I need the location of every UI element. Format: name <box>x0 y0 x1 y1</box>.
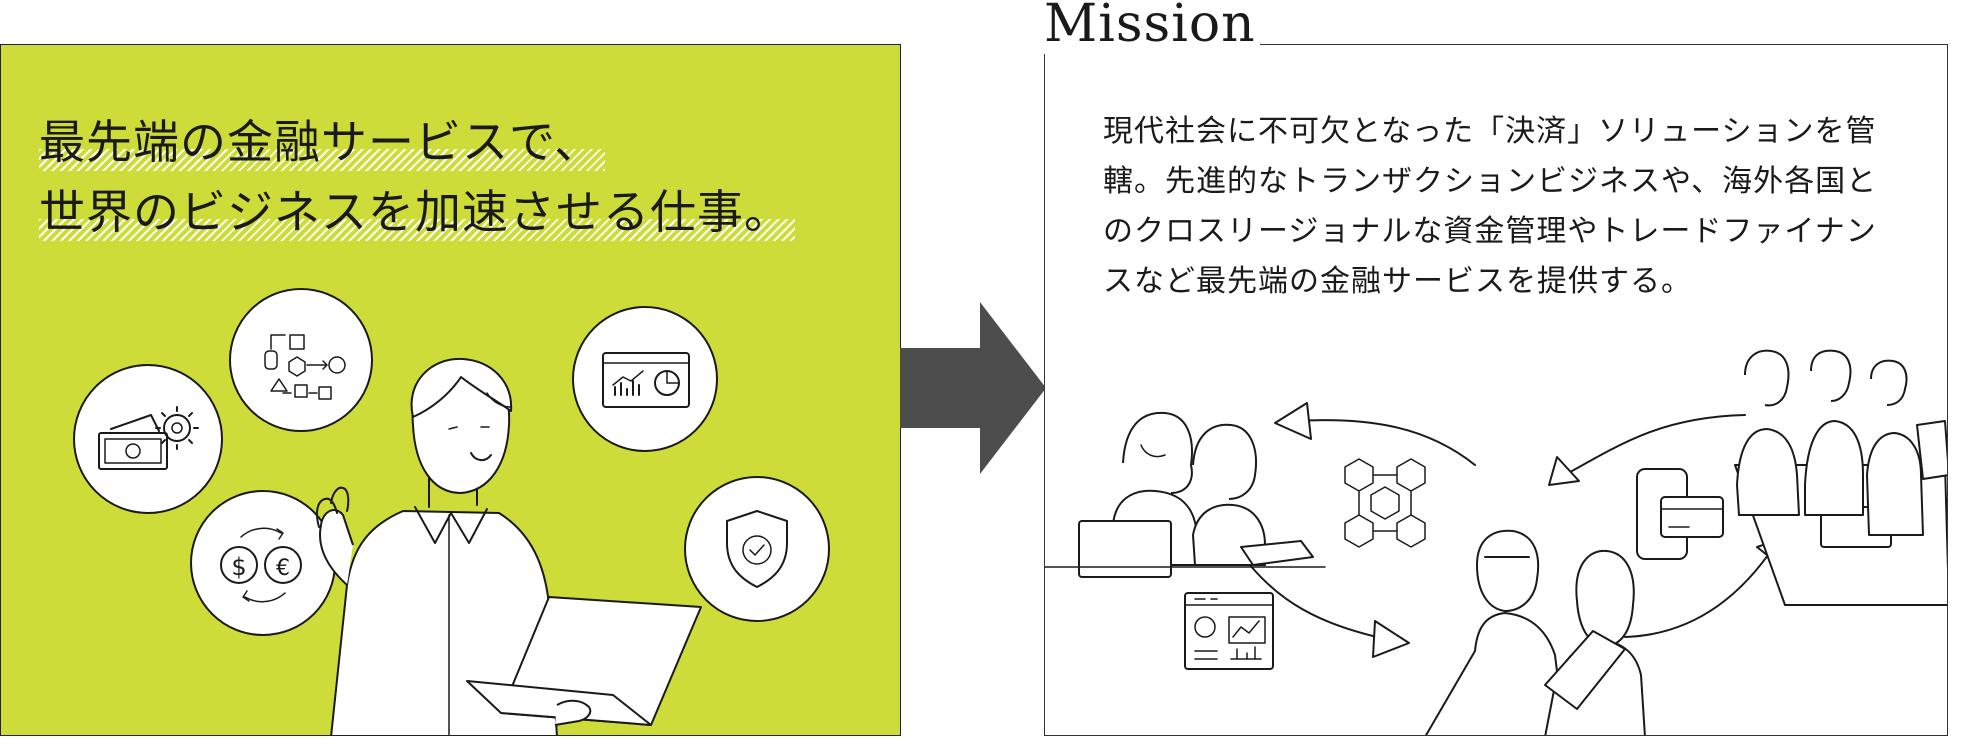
svg-text:€: € <box>276 556 290 581</box>
team-right-illustration <box>1734 349 1947 606</box>
team-left-illustration <box>1045 411 1326 578</box>
mission-panel: 現代社会に不可欠となった「決済」ソリューションを管轄。先進的なトランザクションビ… <box>1044 44 1948 736</box>
blockchain-icon <box>1344 458 1426 548</box>
dashboard-card-icon <box>1184 592 1274 670</box>
left-illustration: $ € <box>73 288 830 735</box>
currency-exchange-icon: $ € <box>190 490 336 636</box>
headline-line-1: 最先端の金融サービスで、 <box>39 115 606 171</box>
man-with-laptop-illustration <box>316 357 702 735</box>
headline-line-2: 世界のビジネスを加速させる仕事。 <box>39 185 795 241</box>
svg-text:$: $ <box>231 553 246 581</box>
mission-description: 現代社会に不可欠となった「決済」ソリューションを管轄。先進的なトランザクションビ… <box>1103 114 1878 299</box>
mission-illustration <box>1045 349 1947 735</box>
analytics-screen-icon <box>572 306 718 452</box>
flowchart-icon <box>229 288 373 432</box>
mobile-payment-icon <box>1636 468 1724 560</box>
headline: 最先端の金融サービスで、 世界のビジネスを加速させる仕事。 <box>39 107 879 247</box>
mission-label: Mission <box>1044 0 1260 54</box>
money-gear-icon <box>73 364 223 514</box>
shield-check-icon <box>684 476 830 622</box>
right-arrow-icon <box>900 302 1046 474</box>
left-panel: $ € <box>0 44 901 736</box>
team-center-illustration <box>1425 529 1646 735</box>
